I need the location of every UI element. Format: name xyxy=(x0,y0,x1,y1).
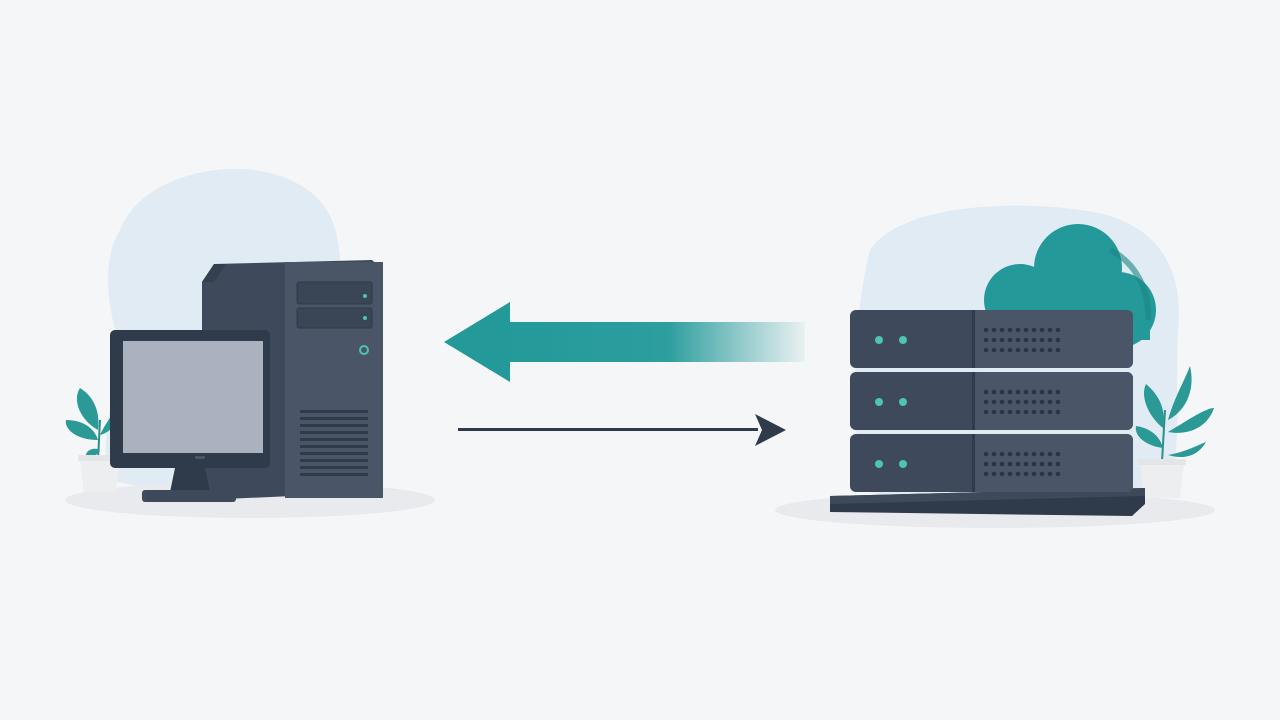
server-vent xyxy=(983,451,1061,477)
left-plant-pot xyxy=(80,458,120,492)
left-plant-leaf xyxy=(76,388,99,430)
server-unit xyxy=(850,310,1133,368)
arrow-server-to-computer xyxy=(444,302,805,382)
right-plant-pot xyxy=(1140,462,1184,498)
power-button-icon xyxy=(359,345,369,355)
server-led xyxy=(899,336,907,344)
server-led xyxy=(875,460,883,468)
left-plant-leaf xyxy=(65,420,98,440)
right-plant-leaf xyxy=(1143,384,1164,428)
monitor-screen xyxy=(123,341,263,453)
monitor-stand xyxy=(170,468,210,492)
server-vent xyxy=(983,327,1061,353)
arrow-computer-to-server xyxy=(458,414,786,446)
arrow-head-left xyxy=(444,302,510,382)
server-vent xyxy=(983,389,1061,415)
arrow-head-right xyxy=(755,414,786,446)
monitor-base xyxy=(142,490,236,502)
server-led xyxy=(875,398,883,406)
tower-vent xyxy=(300,410,368,476)
right-plant-leaf xyxy=(1168,442,1206,458)
server-led xyxy=(899,398,907,406)
server-unit xyxy=(850,434,1133,492)
drive-bay xyxy=(296,281,373,305)
server-led xyxy=(899,460,907,468)
right-plant-leaf xyxy=(1168,366,1192,420)
left-plant-leaf xyxy=(100,402,119,435)
drive-bay xyxy=(296,307,373,329)
server-unit xyxy=(850,372,1133,430)
server-rack xyxy=(830,310,1145,516)
server-led xyxy=(875,336,883,344)
computer-monitor xyxy=(110,330,270,502)
right-plant xyxy=(1135,366,1214,498)
right-plant-leaf xyxy=(1168,408,1214,433)
drive-led xyxy=(363,294,367,298)
drive-led xyxy=(363,316,367,320)
right-plant-leaf xyxy=(1135,426,1163,448)
